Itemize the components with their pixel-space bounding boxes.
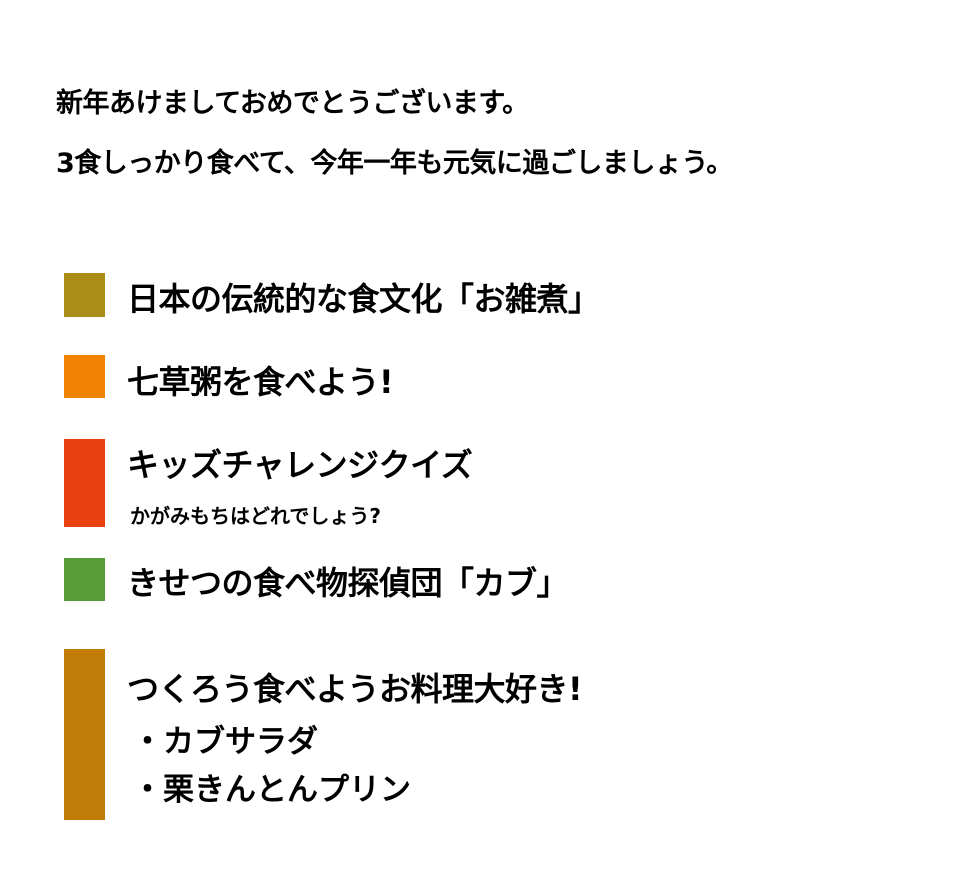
section-color-bar-quiz xyxy=(64,439,105,527)
section-title-nanakusa: 七草粥を食べよう! xyxy=(127,363,394,401)
greeting-text: 新年あけましておめでとうございます。 3食しっかり食べて、今年一年も元気に過ごし… xyxy=(56,74,733,194)
section-title-cooking: つくろう食べようお料理大好き! xyxy=(127,670,583,708)
section-color-bar-nanakusa xyxy=(64,355,105,398)
section-color-bar-zouni xyxy=(64,273,105,317)
greeting-line-1: 新年あけましておめでとうございます。 xyxy=(56,88,529,119)
section-subtitle-quiz: かがみもちはどれでしょう? xyxy=(130,504,382,528)
section-color-bar-kabu xyxy=(64,558,105,601)
section-color-bar-cooking xyxy=(64,649,105,820)
section-title-kabu: きせつの食べ物探偵団「カブ」 xyxy=(127,564,569,602)
greeting-line-2: 3食しっかり食べて、今年一年も元気に過ごしましょう。 xyxy=(56,148,733,179)
section-title-quiz: キッズチャレンジクイズ xyxy=(127,446,473,484)
section-title-zouni: 日本の伝統的な食文化「お雑煮」 xyxy=(127,280,600,318)
recipe-item-kabu-salad: ・カブサラダ xyxy=(132,724,318,760)
recipe-item-kurikinton-pudding: ・栗きんとんプリン xyxy=(132,772,411,808)
